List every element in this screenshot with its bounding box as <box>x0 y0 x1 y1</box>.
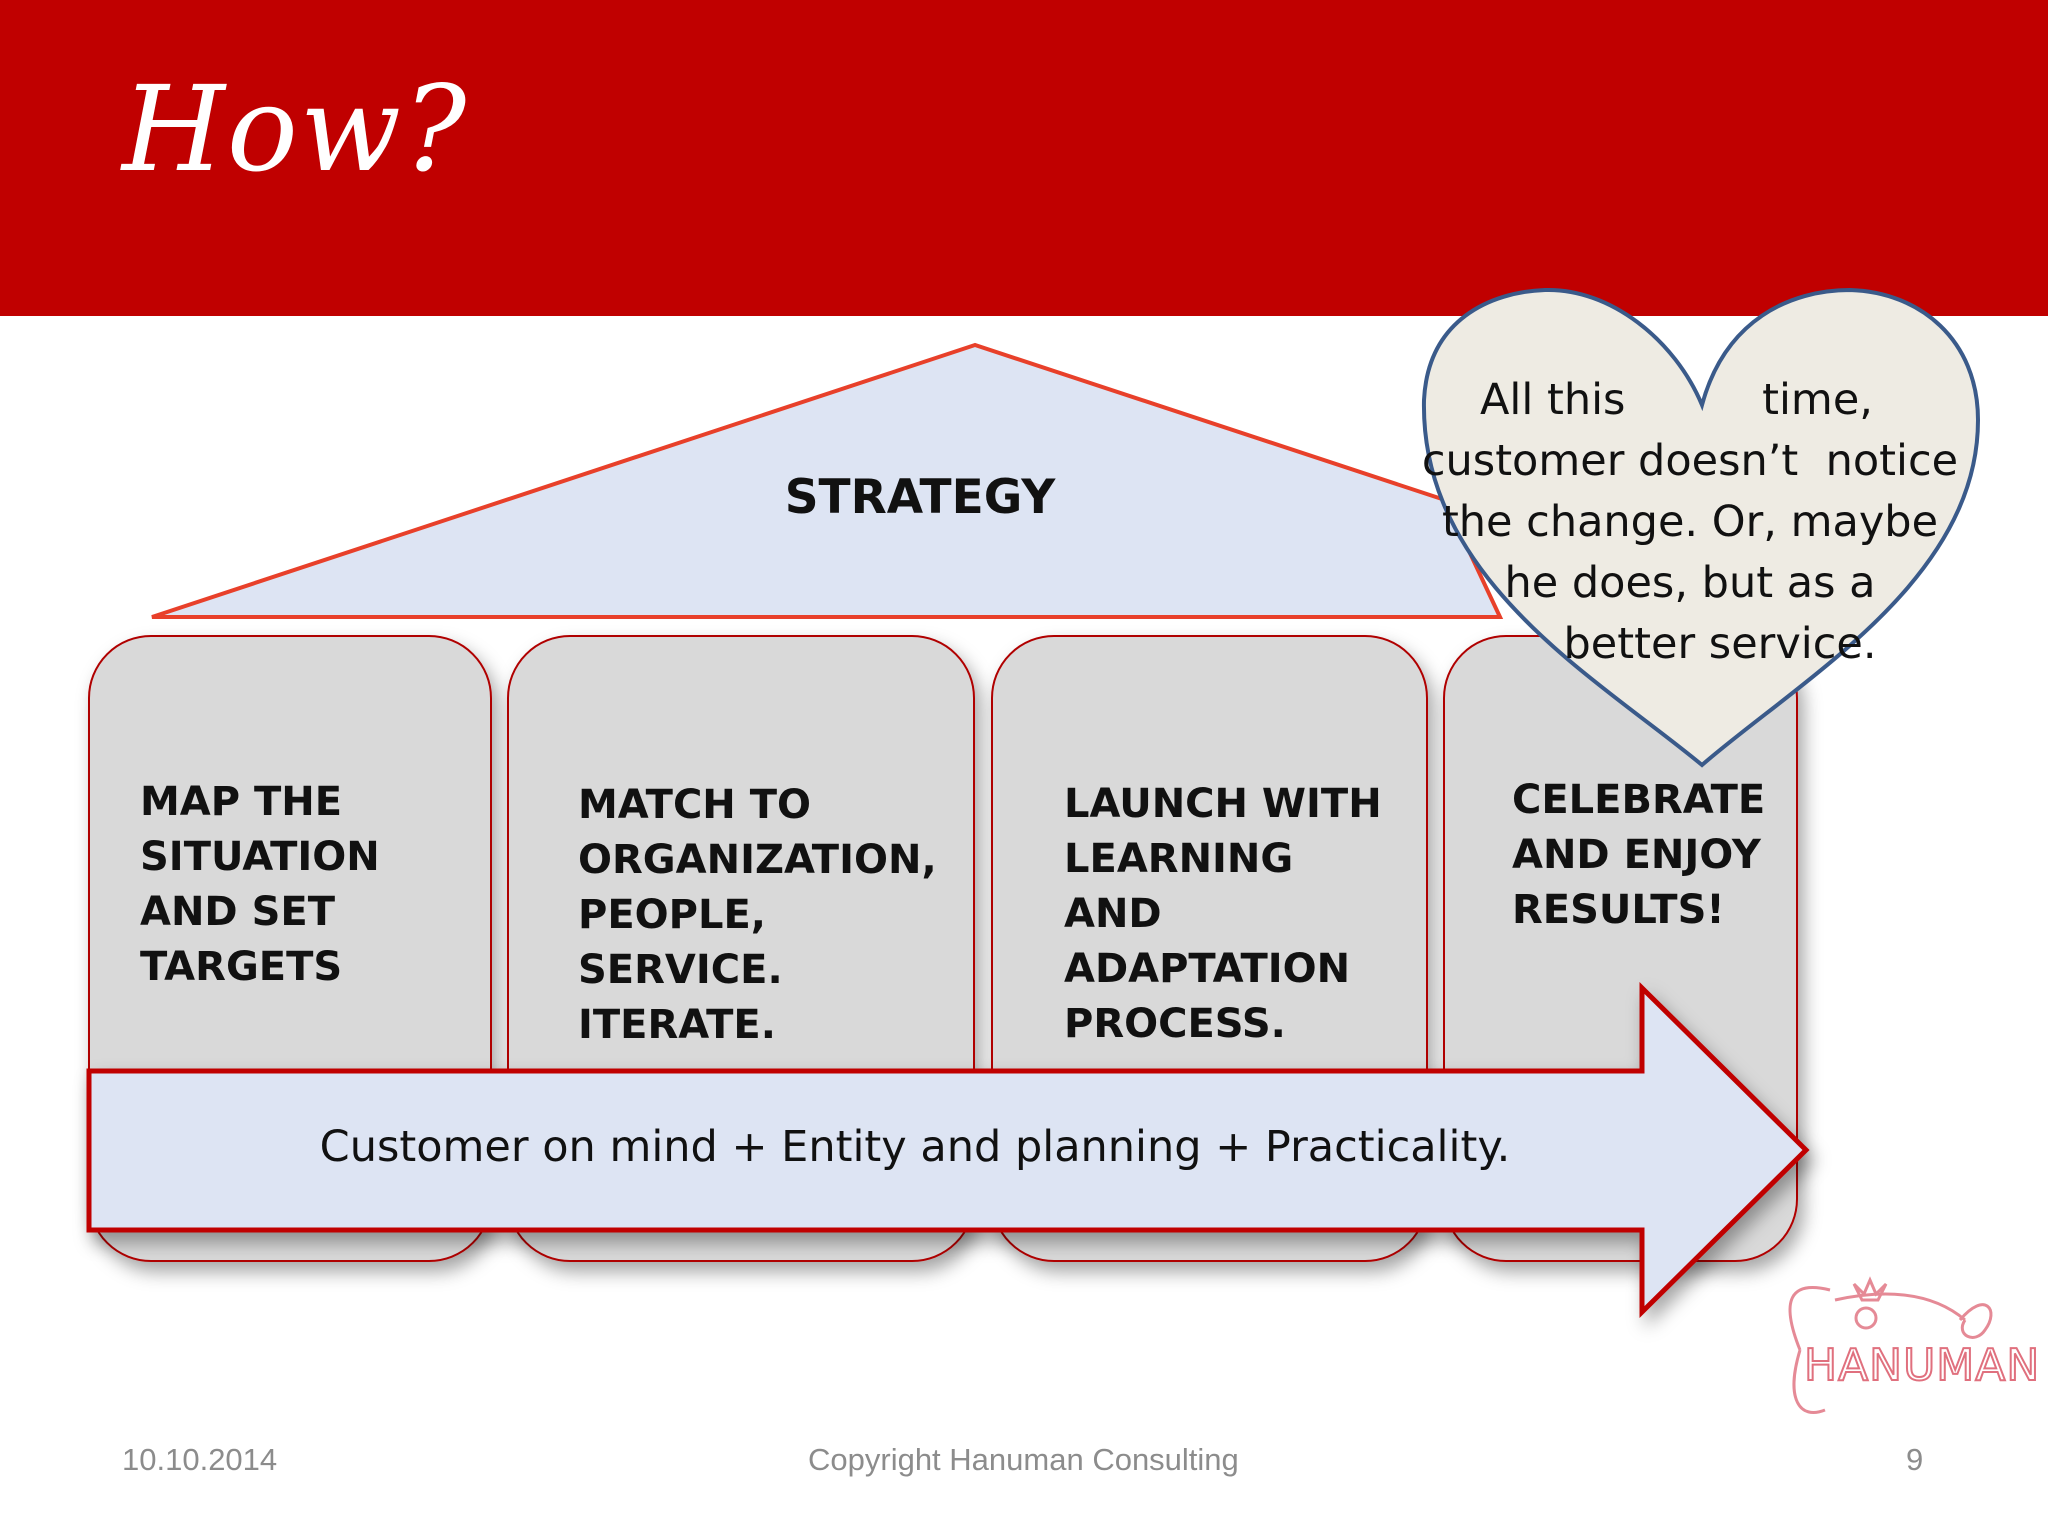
heart-note-line: All this time, <box>1480 375 1873 425</box>
heart-callout <box>1421 287 1981 768</box>
footer-page-number: 9 <box>1906 1442 1924 1477</box>
title-banner <box>0 0 2048 316</box>
heart-note-line: he does, but as a <box>1504 558 1876 608</box>
heart-note: All this time, customer doesn’t notice t… <box>1420 370 1960 675</box>
heart-note-line: customer doesn’t notice <box>1421 436 1959 486</box>
foundation-arrow-text: Customer on mind + Entity and planning +… <box>319 1122 1511 1172</box>
pillar-4-label: CELEBRATE AND ENJOY RESULTS! <box>1512 777 1766 933</box>
footer-copyright: Copyright Hanuman Consulting <box>808 1442 1239 1477</box>
slide-title: How? <box>122 60 469 198</box>
heart-note-line: the change. Or, maybe <box>1441 497 1939 547</box>
heart-note-line: better service. <box>1563 619 1877 669</box>
pillar-2-label: MATCH TO ORGANIZATION, PEOPLE, SERVICE. … <box>578 782 937 1048</box>
footer-date: 10.10.2014 <box>122 1442 278 1477</box>
hanuman-logo <box>1788 1276 1993 1414</box>
strategy-roof <box>151 342 1504 619</box>
roof-label: STRATEGY <box>784 470 1056 525</box>
logo-text: HANUMAN <box>1804 1340 2040 1391</box>
foundation-arrow <box>86 982 1810 1318</box>
pillar-3-label: LAUNCH WITH LEARNING AND ADAPTATION PROC… <box>1064 781 1382 1047</box>
pillar-1-label: MAP THE SITUATION AND SET TARGETS <box>140 779 380 990</box>
